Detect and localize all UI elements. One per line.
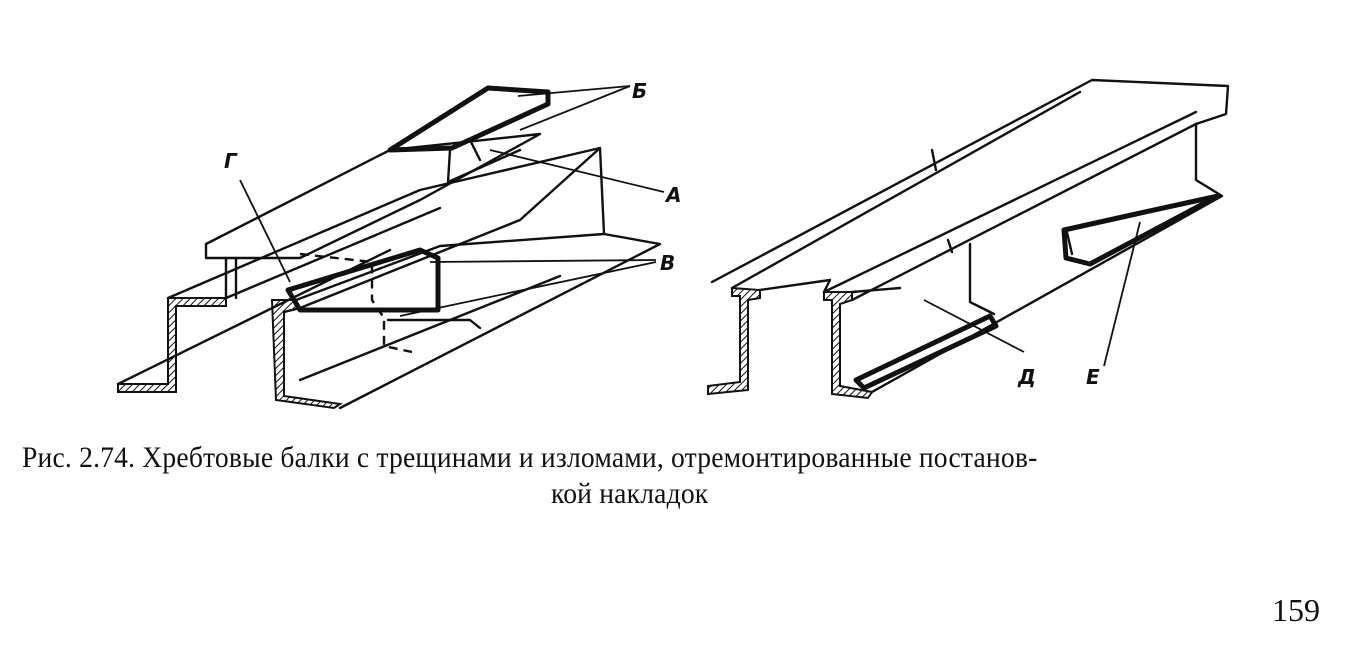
right-right-channel-section bbox=[823, 291, 874, 400]
lower-right-patch bbox=[853, 313, 999, 391]
right-channel-section bbox=[270, 299, 343, 410]
right-left-channel-section bbox=[707, 286, 761, 396]
figure-caption: Рис. 2.74. Хребтовые балки с трещинами и… bbox=[22, 440, 1218, 512]
left-callouts: Б А В Г bbox=[224, 79, 681, 317]
callout-label-v: В bbox=[660, 251, 675, 275]
left-channel-outline bbox=[166, 146, 662, 410]
callout-label-g: Г bbox=[224, 149, 238, 173]
page-number: 159 bbox=[1272, 592, 1320, 628]
callout-label-b: Б bbox=[632, 79, 647, 103]
left-channel-section bbox=[117, 297, 227, 393]
right-callouts: Д Е bbox=[923, 221, 1141, 389]
caption-line-2: кой накладок bbox=[551, 477, 709, 510]
top-flange-plate bbox=[204, 132, 542, 260]
callout-label-d: Д bbox=[1017, 365, 1036, 389]
callout-label-e: Е bbox=[1086, 365, 1100, 389]
side-patch-plate bbox=[285, 247, 441, 313]
upper-patch-plate bbox=[387, 85, 551, 153]
right-beam-assembly bbox=[707, 78, 1230, 400]
figure-illustration: Б А В Г Д bbox=[116, 78, 1230, 410]
left-beam-assembly bbox=[116, 85, 662, 410]
right-beam-outline bbox=[710, 78, 1230, 284]
upper-right-patch bbox=[1061, 193, 1221, 267]
callout-label-a: А bbox=[664, 183, 681, 207]
beam-drawings: Б А В Г Д bbox=[116, 78, 1230, 410]
caption-line-1: Рис. 2.74. Хребтовые балки с трещинами и… bbox=[22, 441, 1038, 474]
